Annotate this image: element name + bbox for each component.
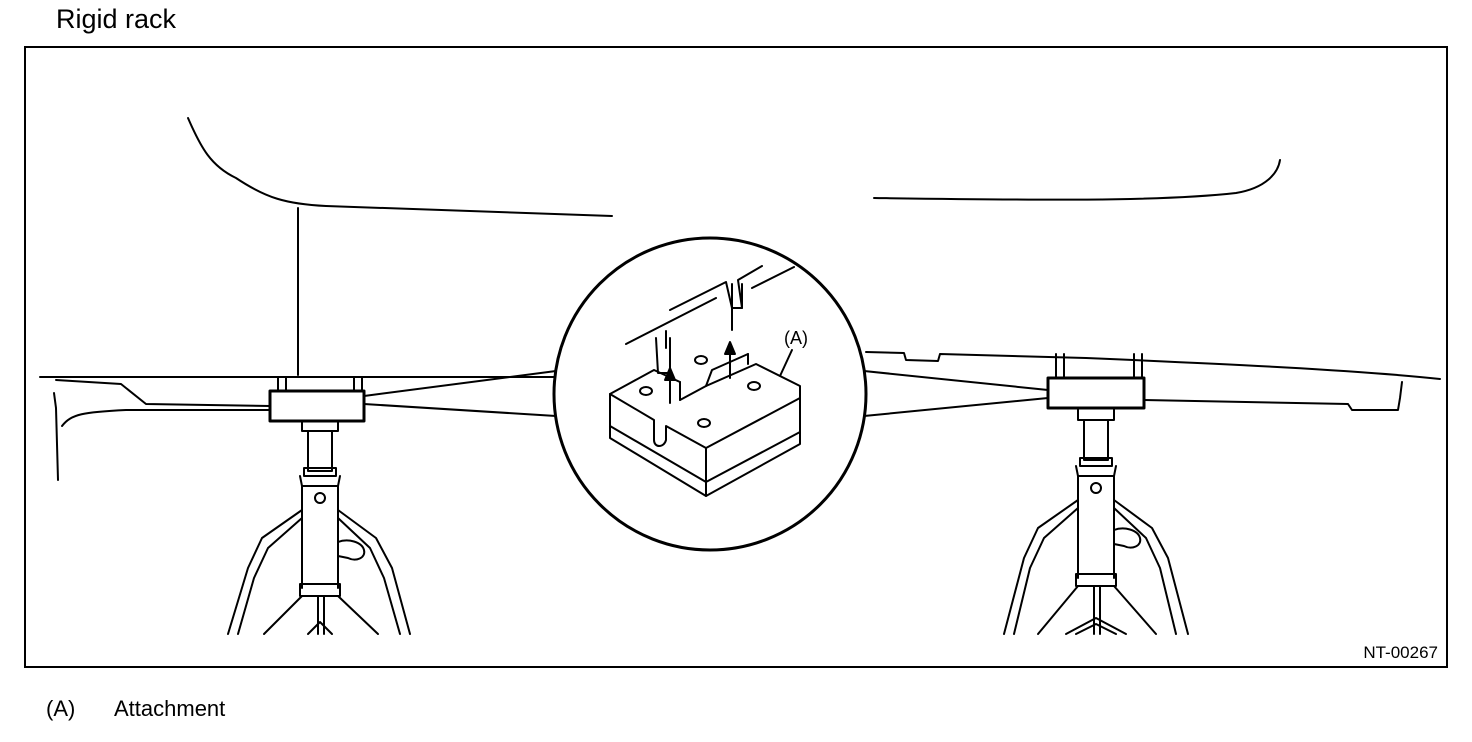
right-rigid-rack — [1003, 353, 1189, 635]
diagram-frame: (A) NT-00267 — [24, 46, 1448, 668]
attachment-detail — [609, 265, 801, 497]
page-title: Rigid rack — [56, 4, 177, 34]
left-rigid-rack — [227, 376, 411, 635]
legend-item: (A) Attachment — [46, 694, 225, 724]
rigid-rack-diagram — [39, 117, 1441, 635]
callout-label: (A) — [784, 328, 808, 348]
detail-callout — [363, 236, 1049, 552]
legend-key: (A) — [46, 696, 76, 721]
legend-text: Attachment — [114, 696, 226, 721]
vehicle-body — [39, 117, 1441, 481]
figure-id: NT-00267 — [1363, 643, 1438, 662]
callout-label-svg: (A) — [784, 328, 808, 348]
